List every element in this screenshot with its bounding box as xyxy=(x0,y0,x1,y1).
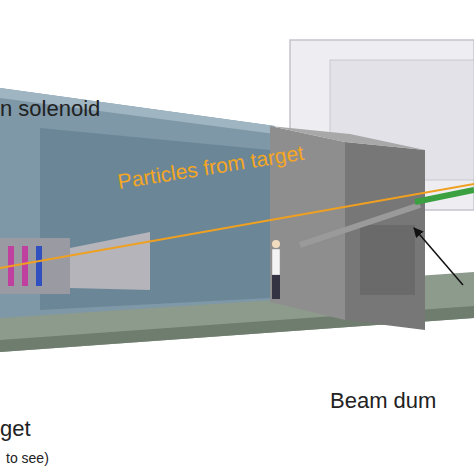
label-text: Beam dum xyxy=(330,388,436,414)
particle-line xyxy=(0,184,474,268)
tunnel-top xyxy=(0,88,275,134)
person-head xyxy=(272,240,280,248)
green-beam-pipe xyxy=(415,190,474,202)
solenoid-coil xyxy=(22,246,28,286)
label-text: n solenoid xyxy=(0,96,100,122)
label-text: to see) xyxy=(6,450,49,466)
tunnel-wall xyxy=(0,88,275,318)
solenoid-coil xyxy=(36,246,42,286)
person-body xyxy=(272,249,280,275)
person-legs xyxy=(272,275,280,299)
leader-arrow xyxy=(414,228,463,285)
transport-cone xyxy=(70,232,150,290)
dump-core xyxy=(360,225,415,295)
dump-block-side xyxy=(345,142,425,330)
label-text: get xyxy=(0,416,31,442)
